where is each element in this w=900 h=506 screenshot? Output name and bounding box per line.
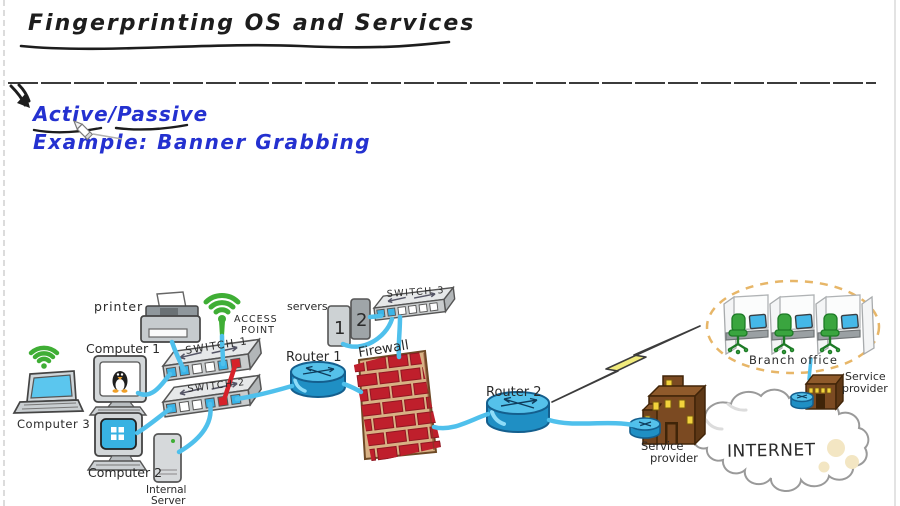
label-branch-office: Branch office xyxy=(749,353,838,367)
label-switch3: SWITCH 3 xyxy=(386,285,445,300)
server1-number: 1 xyxy=(334,318,345,339)
service-provider-left-router xyxy=(629,417,661,439)
switch1-ports xyxy=(165,357,242,379)
label-sp-right-line2: provider xyxy=(842,382,888,395)
canvas-edge-right xyxy=(894,0,896,506)
label-firewall: Firewall xyxy=(357,337,410,361)
service-provider-right-router xyxy=(790,391,814,410)
router1-device xyxy=(290,361,346,398)
branch-office-boundary xyxy=(705,279,881,375)
cable-server1-switch3 xyxy=(340,316,395,349)
internet-cloud xyxy=(686,388,870,493)
internal-server-tower xyxy=(153,433,182,483)
page-title: Fingerprinting OS and Services xyxy=(28,11,476,36)
wifi-icon-access-point xyxy=(203,293,241,336)
label-sp-right-line1: Service xyxy=(845,370,886,383)
cable-switch2-internal-server xyxy=(176,401,213,455)
label-printer: printer xyxy=(94,299,143,314)
underline-active xyxy=(32,126,103,134)
firewall-wall xyxy=(352,349,443,463)
wan-lightning-link xyxy=(551,325,701,403)
cable-router1-firewall xyxy=(341,381,364,395)
tux-linux-icon xyxy=(112,371,128,393)
server-tower-2: 2 xyxy=(350,298,371,340)
cable-switch2-router1 xyxy=(234,383,295,402)
canvas-edge-left xyxy=(3,0,5,506)
label-router2: Router 2 xyxy=(486,385,542,400)
cable-switch1-switch2-red xyxy=(221,363,238,403)
computer3-laptop xyxy=(12,370,85,414)
router2-device xyxy=(486,391,550,433)
windows-logo-icon xyxy=(111,427,124,440)
title-underline xyxy=(19,40,451,51)
label-internet: INTERNET xyxy=(727,440,816,462)
cable-branch-to-provider xyxy=(807,357,813,381)
underline-passive xyxy=(114,123,189,131)
label-computer3: Computer 3 xyxy=(17,417,90,431)
switch1-device xyxy=(161,337,262,382)
server-tower-1: 1 xyxy=(327,305,351,347)
label-computer1: Computer 1 xyxy=(86,341,160,356)
label-access-point-line2: POINT xyxy=(241,325,275,336)
label-computer2: Computer 2 xyxy=(88,465,162,480)
cable-computer2-switch2 xyxy=(134,406,173,436)
cable-computer1-switch1 xyxy=(135,371,173,397)
cable-switch3-firewall xyxy=(396,314,403,360)
wifi-icon-computer3 xyxy=(28,345,60,369)
pencil-scratch-line xyxy=(92,133,123,140)
arrow-icon xyxy=(9,83,31,108)
label-sp-left-line2: provider xyxy=(650,451,698,465)
cable-printer-switch1 xyxy=(169,339,187,373)
cable-router2-provider xyxy=(546,417,641,429)
label-internal-server-line2: Server xyxy=(151,495,186,506)
cable-server2-switch3 xyxy=(367,313,384,320)
cable-firewall-router2 xyxy=(431,411,491,431)
computer2-monitor xyxy=(86,412,148,471)
label-internal-server-line1: Internal xyxy=(146,484,186,496)
printer-device xyxy=(140,291,201,343)
cable-accesspoint-switch1 xyxy=(219,333,226,367)
label-sp-left-line1: Service xyxy=(641,439,684,453)
branch-office-cubicles xyxy=(723,294,875,356)
server2-number: 2 xyxy=(356,310,367,331)
pencil-cursor-icon xyxy=(72,119,94,141)
label-router1: Router 1 xyxy=(286,350,342,365)
label-servers: servers xyxy=(287,300,328,313)
note-active-passive: Active/Passive xyxy=(33,102,209,126)
computer1-crt xyxy=(88,355,148,416)
label-access-point-line1: ACCESS xyxy=(234,314,278,325)
